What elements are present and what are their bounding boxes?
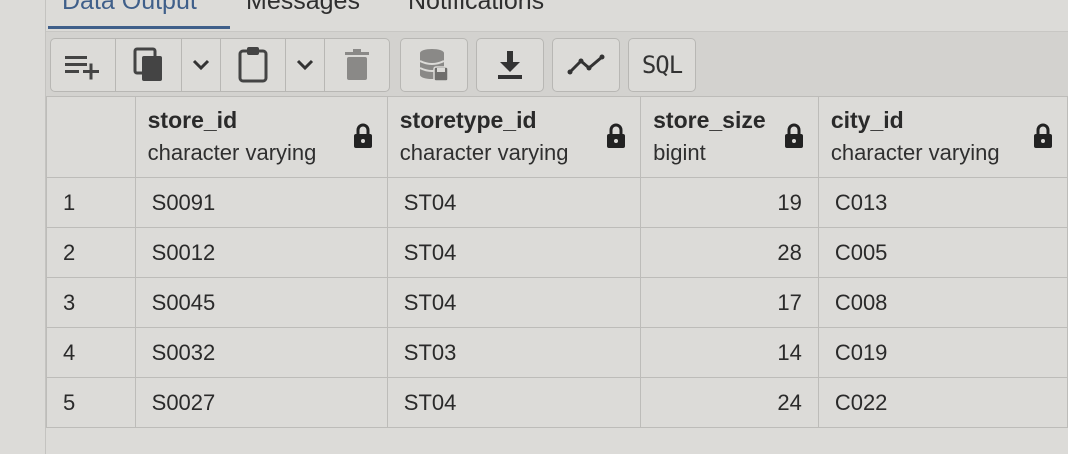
results-grid: store_id character varying storetype_id … [46,96,1068,428]
chevron-down-icon [192,59,209,71]
tab-data-output[interactable]: Data Output [62,0,197,15]
download-icon [498,51,522,79]
cell-storetype-id[interactable]: ST03 [386,327,642,378]
save-group [400,38,468,92]
sql-button[interactable]: SQL [629,39,695,91]
row-number[interactable]: 4 [46,327,136,378]
cell-city-id[interactable]: C022 [817,377,1068,428]
lock-icon [353,123,372,148]
row-number[interactable]: 3 [46,277,136,328]
results-table: store_id character varying storetype_id … [46,96,1068,428]
delete-row-button[interactable] [325,39,389,91]
active-tab-indicator [48,26,230,29]
cell-store-id[interactable]: S0027 [134,377,388,428]
lock-icon [607,123,626,148]
column-type: character varying [147,140,317,165]
column-header-store-size[interactable]: store_size bigint [640,96,819,178]
cell-store-size[interactable]: 19 [640,177,819,228]
graph-visualiser-icon [567,54,605,75]
cell-storetype-id[interactable]: ST04 [386,227,642,278]
table-row[interactable]: 4 S0032 ST03 14 C019 [46,327,1068,378]
column-name: storetype_id [399,107,537,133]
cell-store-size[interactable]: 24 [640,377,819,428]
column-name: city_id [830,107,904,133]
row-number-header[interactable] [46,96,136,178]
sql-group: SQL [628,38,696,92]
copy-icon [133,47,162,81]
download-group [476,38,544,92]
cell-store-size[interactable]: 17 [640,277,819,328]
cell-storetype-id[interactable]: ST04 [386,177,642,228]
table-row[interactable]: 3 S0045 ST04 17 C008 [46,277,1068,328]
row-number[interactable]: 5 [46,377,136,428]
download-button[interactable] [477,39,543,91]
tab-notifications[interactable]: Notifications [408,0,545,15]
column-type: character varying [830,140,1000,165]
results-toolbar: SQL [46,31,1068,97]
table-row[interactable]: 2 S0012 ST04 28 C005 [46,227,1068,278]
column-type: bigint [653,140,706,165]
graph-group [552,38,620,92]
column-name: store_id [147,107,238,133]
paste-options-dropdown[interactable] [286,39,325,91]
lock-icon [784,123,803,148]
cell-city-id[interactable]: C008 [817,277,1068,328]
left-gutter [0,0,46,454]
row-number[interactable]: 1 [46,177,136,228]
cell-store-id[interactable]: S0012 [134,227,388,278]
edit-button-group [50,38,390,92]
column-header-city-id[interactable]: city_id character varying [817,96,1068,178]
save-data-icon [419,49,449,82]
column-header-store-id[interactable]: store_id character varying [134,96,388,178]
row-number[interactable]: 2 [46,227,136,278]
copy-options-dropdown[interactable] [182,39,221,91]
query-results-panel: Data Output Messages Notifications [46,0,1068,454]
graph-visualiser-button[interactable] [553,39,619,91]
cell-store-size[interactable]: 14 [640,327,819,378]
table-row[interactable]: 5 S0027 ST04 24 C022 [46,377,1068,428]
save-data-button[interactable] [401,39,467,91]
table-row[interactable]: 1 S0091 ST04 19 C013 [46,177,1068,228]
column-type: character varying [399,140,569,165]
tab-messages[interactable]: Messages [246,0,360,15]
sql-label: SQL [641,51,683,79]
column-header-storetype-id[interactable]: storetype_id character varying [386,96,642,178]
cell-city-id[interactable]: C013 [817,177,1068,228]
cell-store-id[interactable]: S0045 [134,277,388,328]
add-row-button[interactable] [51,39,117,91]
cell-storetype-id[interactable]: ST04 [386,377,642,428]
lock-icon [1034,123,1052,148]
add-row-icon [65,56,100,80]
header-row: store_id character varying storetype_id … [46,96,1068,178]
cell-storetype-id[interactable]: ST04 [386,277,642,328]
chevron-down-icon [296,59,313,71]
column-name: store_size [653,107,766,133]
delete-icon [344,49,369,80]
paste-button[interactable] [221,39,286,91]
paste-icon [238,47,268,83]
copy-button[interactable] [116,39,182,91]
cell-city-id[interactable]: C019 [817,327,1068,378]
cell-store-size[interactable]: 28 [640,227,819,278]
cell-store-id[interactable]: S0032 [134,327,388,378]
cell-city-id[interactable]: C005 [817,227,1068,278]
cell-store-id[interactable]: S0091 [134,177,388,228]
results-tabs: Data Output Messages Notifications [46,0,1068,30]
